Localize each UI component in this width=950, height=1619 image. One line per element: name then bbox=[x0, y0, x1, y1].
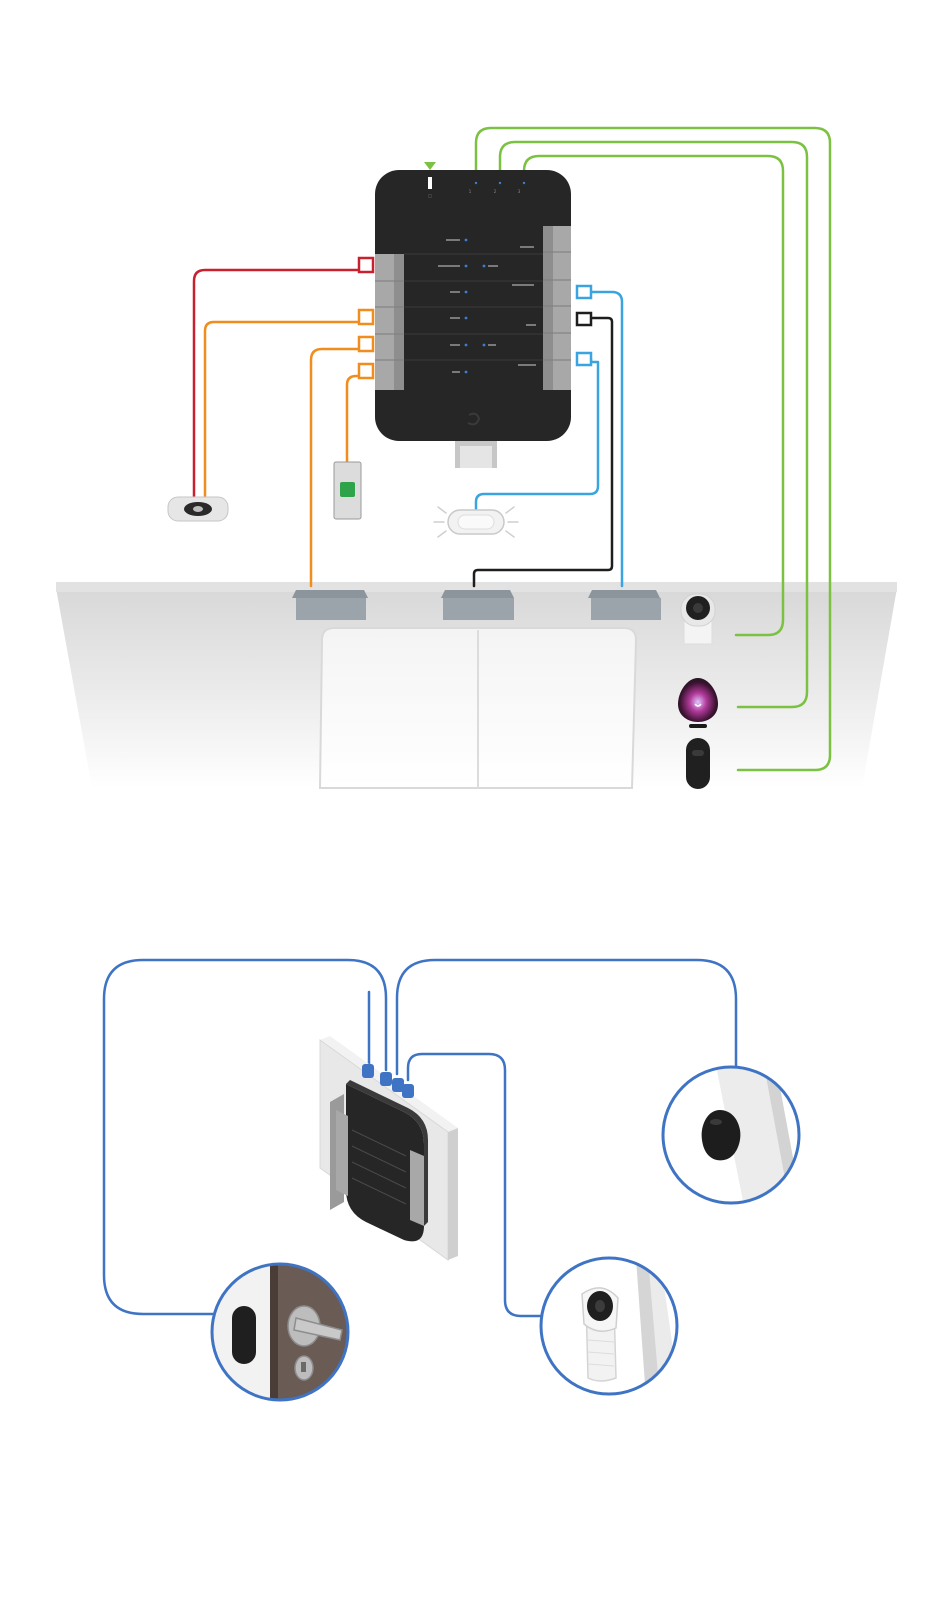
door-locks bbox=[292, 590, 661, 620]
exit-button-icon bbox=[334, 462, 361, 519]
door-reader-callout bbox=[210, 1262, 356, 1402]
reader-pro-callout bbox=[662, 1066, 802, 1206]
wire-lock-right bbox=[591, 292, 622, 586]
port-label-2: 2 bbox=[494, 189, 497, 194]
port-label-1: 1 bbox=[469, 189, 472, 194]
card-reader-pro-icon bbox=[702, 1110, 741, 1160]
magnetic-sensor-icon bbox=[168, 497, 228, 521]
uplink-arrow bbox=[424, 162, 436, 170]
lock-left bbox=[292, 590, 368, 620]
wire-exit-button bbox=[347, 368, 360, 461]
cable-to-reader-pro bbox=[397, 960, 736, 1074]
camera-callout bbox=[540, 1258, 680, 1398]
camera-icon bbox=[681, 594, 715, 644]
strobe-light-icon bbox=[434, 507, 518, 537]
uplink-port bbox=[428, 177, 432, 189]
card-reader-lite-icon bbox=[686, 738, 710, 789]
camera-icon bbox=[582, 1288, 618, 1381]
card-reader-lite-icon bbox=[232, 1306, 256, 1364]
access-hub-icon: 1 2 3 □ bbox=[375, 170, 571, 468]
svg-text:□: □ bbox=[428, 193, 432, 198]
lock-middle bbox=[441, 590, 514, 620]
port-label-3: 3 bbox=[518, 189, 521, 194]
lock-right bbox=[588, 590, 661, 620]
